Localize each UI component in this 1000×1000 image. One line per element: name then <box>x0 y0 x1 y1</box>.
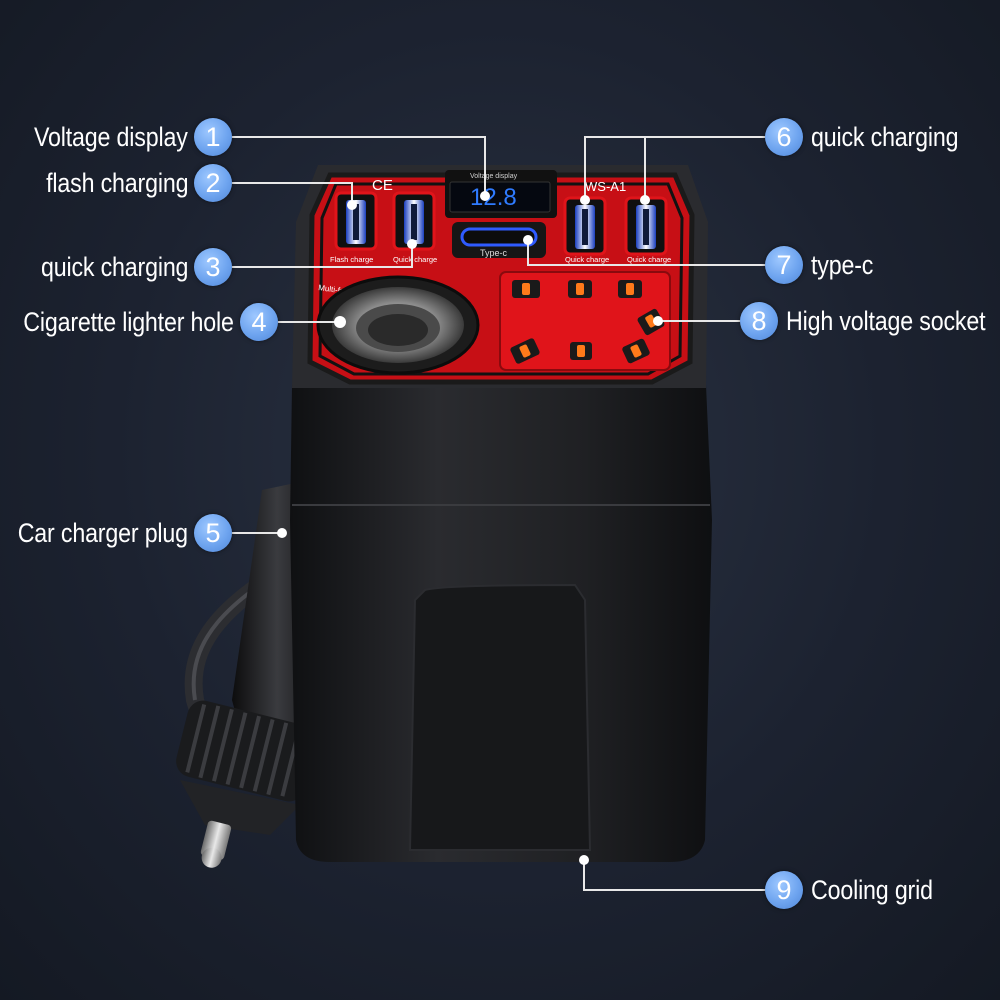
leader-7 <box>527 240 765 266</box>
callout-2: flash charging 2 <box>0 163 232 203</box>
quick-port-caption-1: Quick charge <box>393 255 437 264</box>
callout-7-badge: 7 <box>765 246 803 284</box>
flash-charge-port <box>334 191 378 251</box>
quick-charge-port-1 <box>392 191 436 251</box>
callout-6: 6 quick charging <box>765 117 982 157</box>
callout-8-label: High voltage socket <box>786 305 986 336</box>
callout-5-label: Car charger plug <box>17 517 188 548</box>
callout-7: 7 type-c <box>765 245 883 285</box>
cooling-grid <box>408 583 592 851</box>
model-label: WS-A1 <box>585 179 626 194</box>
callout-4-badge: 4 <box>240 303 278 341</box>
callout-6-badge: 6 <box>765 118 803 156</box>
callout-8-badge: 8 <box>740 302 778 340</box>
leader-lines <box>232 136 765 891</box>
leader-dots <box>277 191 663 865</box>
callout-3-badge: 3 <box>194 248 232 286</box>
leader-3 <box>232 244 413 268</box>
cigarette-lighter-hole: Multi-functional vehicle-mounted inverte… <box>316 275 480 375</box>
callout-7-label: type-c <box>811 249 874 280</box>
flash-port-caption: Flash charge <box>330 255 373 264</box>
callout-3: quick charging 3 <box>0 247 232 287</box>
callout-8: 8 High voltage socket <box>740 301 1000 341</box>
leader-2 <box>232 182 353 205</box>
quick-charge-port-2 <box>563 196 607 256</box>
callout-4-label: Cigarette lighter hole <box>23 306 235 337</box>
voltage-reading: 12.8 <box>470 184 517 211</box>
callout-4: Cigarette lighter hole 4 <box>0 302 278 342</box>
quick-port-caption-3: Quick charge <box>627 255 671 264</box>
high-voltage-socket <box>499 271 671 371</box>
callout-9-label: Cooling grid <box>811 874 933 905</box>
callout-9-badge: 9 <box>765 871 803 909</box>
callout-9: 9 Cooling grid <box>765 870 953 910</box>
callout-1-badge: 1 <box>194 118 232 156</box>
callout-5: Car charger plug 5 <box>0 513 232 553</box>
callout-1: Voltage display 1 <box>0 117 232 157</box>
quick-charge-port-3 <box>624 196 668 256</box>
leader-6 <box>584 136 765 200</box>
callout-2-label: flash charging <box>45 167 188 198</box>
callout-3-label: quick charging <box>40 251 189 282</box>
leader-1 <box>232 136 486 196</box>
type-c-port <box>460 227 538 247</box>
leader-9 <box>583 860 765 891</box>
ce-mark: CE <box>372 177 393 194</box>
quick-port-caption-2: Quick charge <box>565 255 609 264</box>
top-panel: CE Voltage display 12.8 WS-A1 Type-c Fla… <box>307 170 695 385</box>
callout-1-label: Voltage display <box>34 121 188 152</box>
voltage-display <box>449 181 551 213</box>
type-c-caption: Type-c <box>480 248 508 258</box>
voltage-caption: Voltage display <box>470 173 518 180</box>
callout-5-badge: 5 <box>194 514 232 552</box>
callout-6-label: quick charging <box>811 121 959 152</box>
callout-2-badge: 2 <box>194 164 232 202</box>
